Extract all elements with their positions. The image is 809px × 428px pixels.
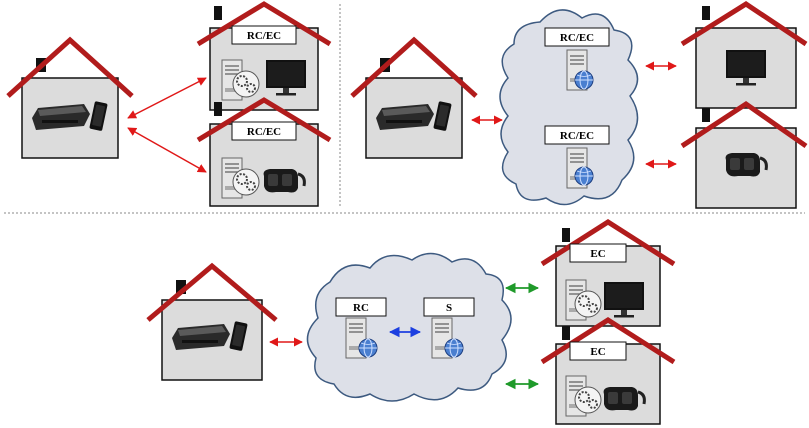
globe-icon xyxy=(444,338,464,358)
rc-ec-label: RC/EC xyxy=(247,126,281,138)
rc-ec-label: RC/EC xyxy=(560,32,594,44)
cloud-rc-ec: RC/EC RC/EC xyxy=(499,9,639,206)
house-rc-ec-bottom: RC/EC xyxy=(196,97,332,207)
capture-device-icon xyxy=(172,324,230,350)
house-ec-bottom: EC xyxy=(540,317,676,425)
globe-icon xyxy=(574,166,594,186)
house-rc-ec-top: RC/EC xyxy=(196,1,332,111)
ec-label: EC xyxy=(590,346,605,358)
house-capture-right xyxy=(350,36,478,159)
gears-icon xyxy=(574,290,602,318)
house-display-top xyxy=(680,1,808,109)
s-label: S xyxy=(446,302,452,314)
arrow-capture-to-bottom xyxy=(127,127,207,173)
rc-ec-label: RC/EC xyxy=(560,130,594,142)
house-ec-top: EC xyxy=(540,219,676,327)
rc-label: RC xyxy=(353,302,369,314)
house-vr-bottom xyxy=(680,100,808,209)
house-capture-bottom xyxy=(146,262,278,381)
gears-icon xyxy=(574,386,602,414)
capture-device-icon xyxy=(32,104,90,130)
globe-icon xyxy=(358,338,378,358)
gears-icon xyxy=(232,168,260,196)
house-capture-left xyxy=(6,36,134,159)
cloud-rc-s: RC S xyxy=(306,252,512,402)
ec-label: EC xyxy=(590,248,605,260)
capture-device-icon xyxy=(376,104,434,130)
gears-icon xyxy=(232,70,260,98)
globe-icon xyxy=(574,70,594,90)
arrow-capture-to-top xyxy=(127,77,207,119)
rc-ec-label: RC/EC xyxy=(247,30,281,42)
